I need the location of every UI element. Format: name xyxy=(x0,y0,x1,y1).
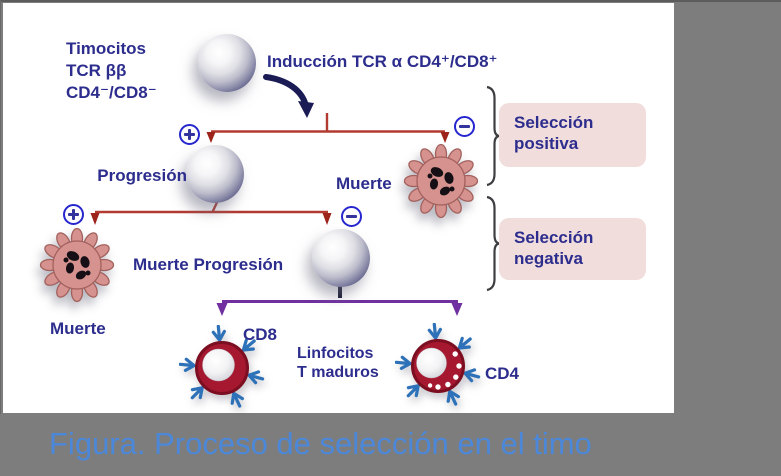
thymocyte-label-line2: TCR ββ xyxy=(66,61,127,80)
death-top-label: Muerte xyxy=(336,174,392,193)
thymocyte-cell xyxy=(198,34,256,92)
death-bottom-label: Muerte xyxy=(50,319,106,338)
minus-signal-icon-1 xyxy=(453,115,475,137)
minus-signal-icon-2 xyxy=(340,205,362,227)
purple-arrowheads xyxy=(216,303,463,316)
plus-signal-icon-1 xyxy=(178,123,200,145)
cd4-cell xyxy=(395,323,481,406)
positive-selection-line2: positiva xyxy=(514,134,579,153)
positive-selection-line1: Selección xyxy=(514,113,594,132)
negative-selection-line2: negativa xyxy=(514,249,583,268)
diagram-panel: Timocitos TCR ββ CD4⁻/CD8⁻ Inducción TCR… xyxy=(3,3,674,413)
mature-label-line1: Linfocitos xyxy=(297,345,374,362)
induction-label: Inducción TCR α CD4⁺/CD8⁺ xyxy=(267,52,498,71)
cd8-cell xyxy=(179,325,265,408)
cd8-receptors xyxy=(179,325,265,408)
positive-selection-box: Selección positiva xyxy=(499,103,646,167)
thymocyte-label-line1: Timocitos xyxy=(66,39,146,58)
induction-arrowhead xyxy=(298,101,314,118)
apoptotic-cell-top xyxy=(403,143,479,219)
negative-selection-box: Selección negativa xyxy=(499,218,646,280)
apoptotic-cell-bottom xyxy=(39,227,115,303)
induction-curved-arrow xyxy=(263,74,309,109)
cd8-label: CD8 xyxy=(243,325,278,344)
cd4-ring-dots xyxy=(427,351,462,390)
screenshot-left-edge xyxy=(0,0,1,414)
red-branch-top xyxy=(211,113,445,133)
negative-selection-line1: Selección xyxy=(514,228,594,247)
cd4-label: CD4 xyxy=(485,364,520,383)
mature-label-line2: T maduros xyxy=(297,364,379,381)
figure-caption: Figura. Proceso de selección en el timo xyxy=(49,426,592,461)
plus-signal-icon-2 xyxy=(63,203,84,225)
progression-cell-1 xyxy=(186,145,244,203)
progression-cell-2 xyxy=(312,229,370,287)
cd4-receptors xyxy=(395,323,481,406)
screenshot-top-edge xyxy=(0,0,781,2)
thymocyte-label-line3: CD4⁻/CD8⁻ xyxy=(66,83,157,102)
progression-label: Progresión xyxy=(97,166,187,185)
death-progression-label: Muerte Progresión xyxy=(133,255,284,274)
